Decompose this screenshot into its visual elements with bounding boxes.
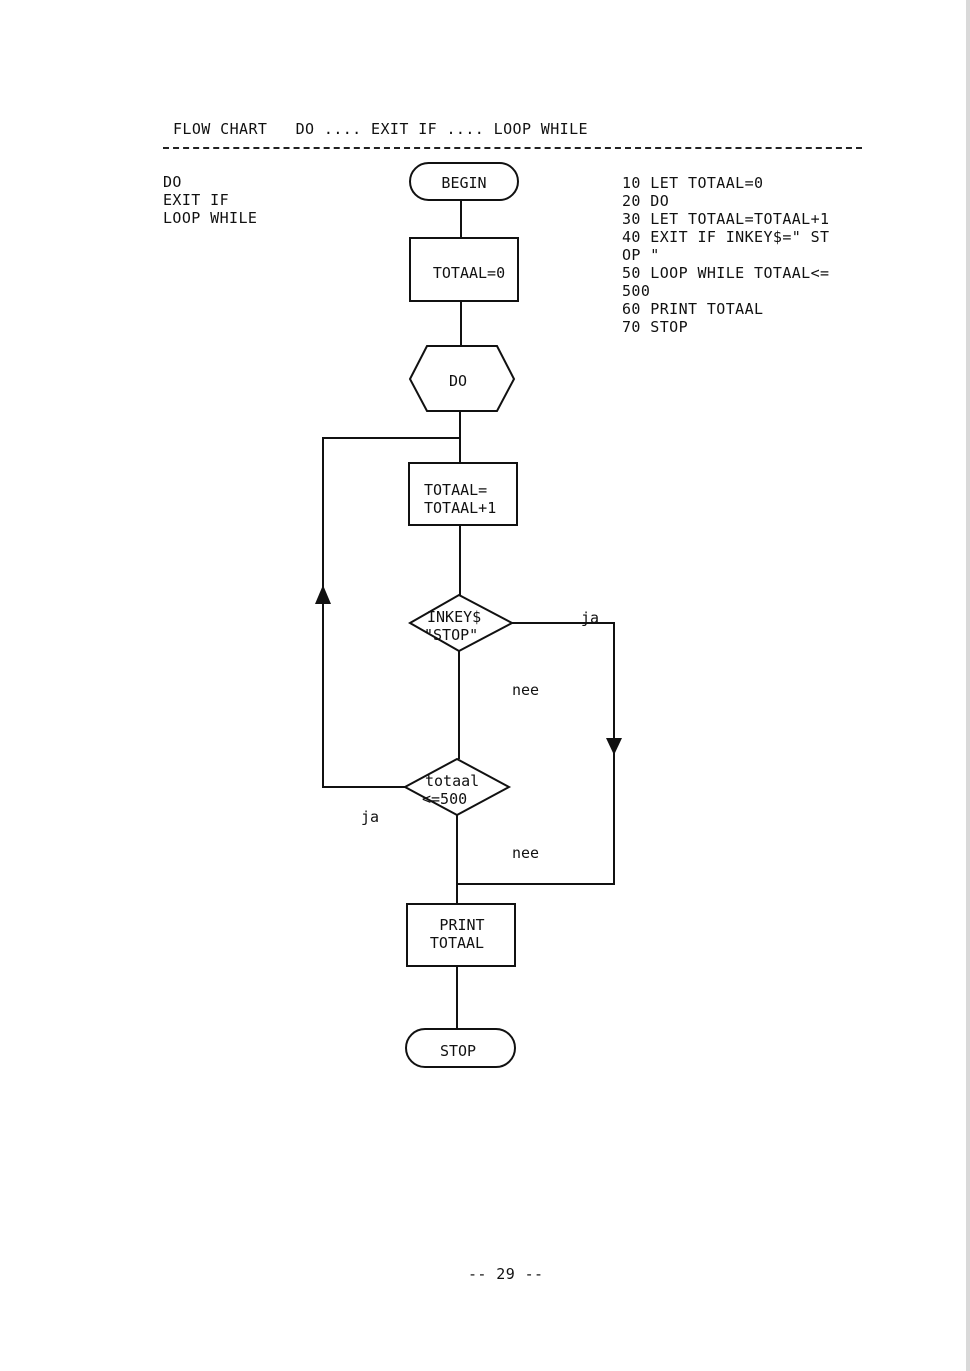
loop-condition-line1: totaal	[425, 772, 479, 790]
page-title: FLOW CHART DO .... EXIT IF .... LOOP WHI…	[173, 120, 588, 138]
print-process-box	[406, 903, 516, 967]
loop-condition-line2: <=500	[422, 790, 467, 808]
stop-label: STOP	[440, 1042, 476, 1060]
page-edge	[966, 0, 970, 1371]
code-line: 30 LET TOTAAL=TOTAAL+1	[622, 210, 830, 228]
exit-decision-diamond	[407, 593, 515, 653]
code-line: 60 PRINT TOTAAL	[622, 300, 764, 318]
page-number: -- 29 --	[468, 1265, 544, 1283]
loop-back-line	[322, 437, 459, 788]
code-line: 40 EXIT IF INKEY$=" ST	[622, 228, 830, 246]
code-line: 70 STOP	[622, 318, 689, 336]
do-label: DO	[449, 372, 467, 390]
code-line: 20 DO	[622, 192, 670, 210]
code-line: 50 LOOP WHILE TOTAAL<=	[622, 264, 830, 282]
exit-yes-label: ja	[581, 609, 599, 627]
begin-terminal	[409, 162, 519, 201]
dashed-divider	[163, 147, 862, 149]
begin-label: BEGIN	[441, 174, 486, 192]
increment-label-line2: TOTAAL+1	[424, 499, 496, 517]
exit-down-arrow-icon	[606, 738, 622, 755]
exit-condition-line2: "STOP"	[424, 626, 478, 644]
increment-label-line1: TOTAAL=	[424, 481, 487, 499]
loop-yes-label: ja	[361, 808, 379, 826]
legend-item-do: DO	[163, 173, 182, 191]
code-line: 10 LET TOTAAL=0	[622, 174, 764, 192]
init-label: TOTAAL=0	[433, 264, 505, 282]
loop-no-label: nee	[512, 844, 539, 862]
increment-process-box	[408, 462, 518, 526]
loop-up-arrow-icon	[315, 585, 331, 604]
print-label-line1: PRINT	[439, 916, 484, 934]
legend-item-loop-while: LOOP WHILE	[163, 209, 258, 227]
legend-item-exit-if: EXIT IF	[163, 191, 230, 209]
stop-terminal	[405, 1028, 516, 1068]
code-line: 500	[622, 282, 651, 300]
exit-condition-line1: INKEY$	[427, 608, 481, 626]
exit-no-label: nee	[512, 681, 539, 699]
loop-decision-diamond	[402, 757, 512, 817]
do-hexagon	[408, 345, 516, 412]
code-line: OP "	[622, 246, 660, 264]
init-process-box	[409, 237, 519, 302]
print-label-line2: TOTAAL	[430, 934, 484, 952]
